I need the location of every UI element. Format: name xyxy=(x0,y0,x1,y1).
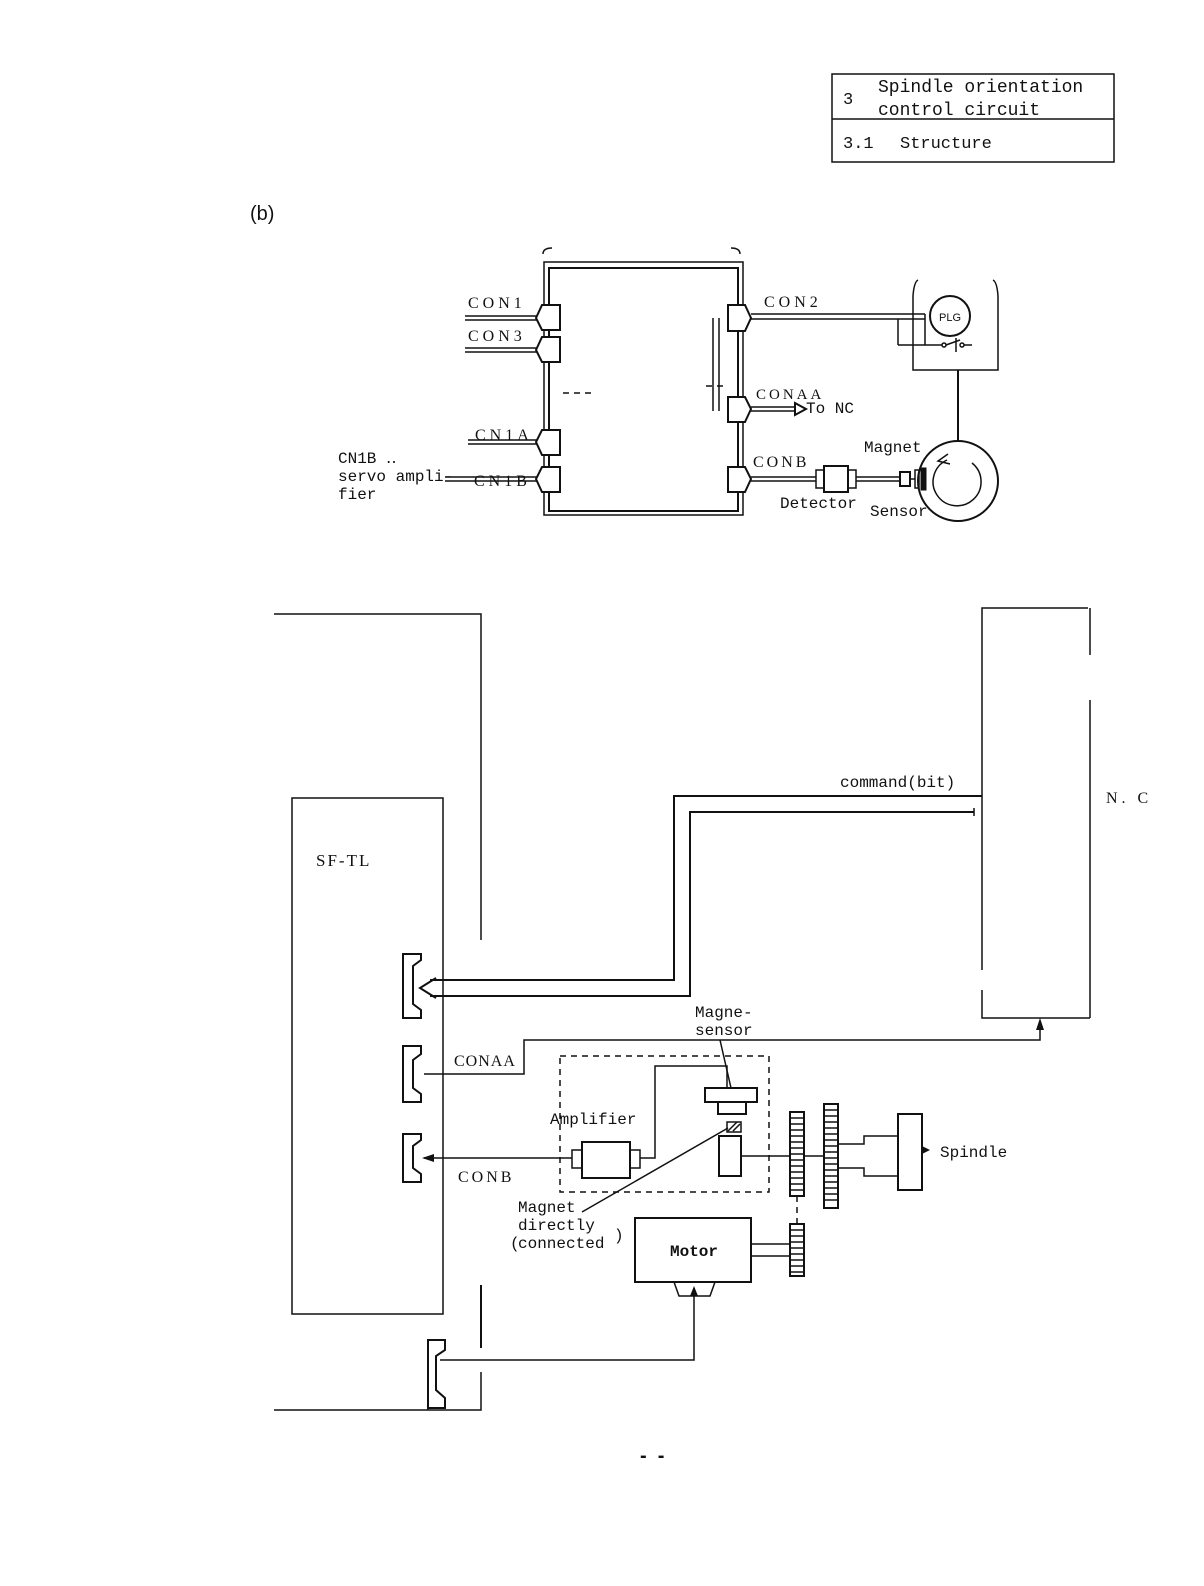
nc-label: N. C xyxy=(1106,790,1152,807)
motor: Motor xyxy=(635,1218,790,1296)
svg-text:(: ( xyxy=(510,1235,520,1253)
connector-con1: CON1 xyxy=(465,295,560,330)
section-header-box: 3 Spindle orientation control circuit 3.… xyxy=(832,74,1114,162)
connector-cn1a: CN1A xyxy=(468,427,560,455)
connector-cn1b: CN1B xyxy=(445,467,560,492)
connector-conb: CONB xyxy=(728,454,816,492)
subsection-number: 3.1 xyxy=(843,135,874,154)
section-title-line1: Spindle orientation xyxy=(878,78,1083,98)
section-title-line2: control circuit xyxy=(878,101,1040,121)
svg-text:): ) xyxy=(614,1227,624,1245)
subsection-title: Structure xyxy=(900,135,992,154)
sf-tl-connector-command xyxy=(403,954,421,1018)
magnet-disc: Magnet xyxy=(864,370,998,521)
sf-tl-connector-motor xyxy=(428,1286,698,1410)
sf-tl-connector-conb: CONB xyxy=(403,1134,572,1186)
conb-main-label: CONB xyxy=(458,1169,514,1186)
cn1b-note-line1: CN1B ‥ xyxy=(338,450,397,468)
cn1b-note-line2: servo ampli- xyxy=(338,468,453,486)
figure-b: (b) CON1 CON3 CN xyxy=(250,203,998,521)
conb-label: CONB xyxy=(753,454,809,471)
to-nc-label: To NC xyxy=(806,400,854,418)
magnet-main-label-line2: directly xyxy=(518,1217,595,1235)
figure-b-label: (b) xyxy=(250,203,274,225)
magnesensor-label-line1: Magne- xyxy=(695,1004,753,1022)
con2-label: CON2 xyxy=(764,294,822,311)
sf-tl-label: SF-TL xyxy=(316,851,371,870)
motor-label: Motor xyxy=(670,1243,718,1261)
unit-frame-b xyxy=(543,248,743,515)
nc-unit: N. C xyxy=(982,608,1152,1018)
conaa-main-label: CONAA xyxy=(454,1053,516,1070)
magnesensor-label-line2: sensor xyxy=(695,1022,753,1040)
connector-con2: CON2 xyxy=(728,294,925,331)
magnet-main-label-line3: connected xyxy=(518,1235,604,1253)
section-number: 3 xyxy=(843,91,853,110)
connector-con3: CON3 xyxy=(465,328,560,362)
magnesensor: Magne- sensor xyxy=(695,1004,757,1114)
spindle-label: Spindle xyxy=(940,1144,1007,1162)
con3-label: CON3 xyxy=(468,328,526,345)
con1-label: CON1 xyxy=(468,295,526,312)
connector-conaa: CONAA To NC xyxy=(728,387,854,422)
magnet-main-label-line1: Magnet xyxy=(518,1199,576,1217)
plg-unit: PLG xyxy=(898,280,998,370)
plg-label: PLG xyxy=(939,312,961,324)
gear-train xyxy=(790,1104,838,1276)
command-label: command(bit) xyxy=(840,774,955,792)
figure-main: SF-TL N. C command(bit) CONAA xyxy=(274,608,1152,1410)
sensor-label: Sensor xyxy=(870,503,928,521)
command-bus: command(bit) xyxy=(420,774,982,998)
page-footer-marks: - - xyxy=(640,1445,664,1467)
cn1b-label: CN1B xyxy=(474,473,531,490)
amplifier: Amplifier xyxy=(550,1066,727,1178)
spindle: Spindle xyxy=(838,1114,1007,1190)
magnet-label: Magnet xyxy=(864,439,922,457)
cn1b-note-line3: fier xyxy=(338,486,376,504)
cn1a-label: CN1A xyxy=(475,427,533,444)
sf-tl-unit: SF-TL xyxy=(274,614,481,1410)
detector-label: Detector xyxy=(780,495,857,513)
amplifier-label: Amplifier xyxy=(550,1111,636,1129)
